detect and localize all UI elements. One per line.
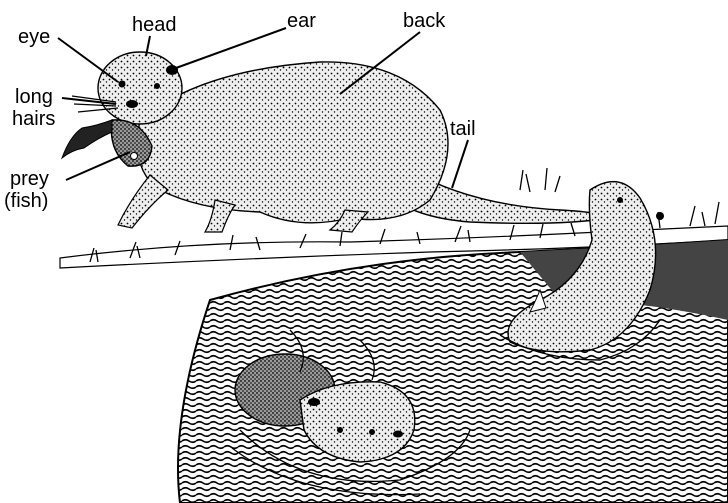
prey-fish — [62, 120, 152, 166]
label-tail: tail — [450, 118, 476, 140]
label-back: back — [403, 10, 445, 32]
label-eye: eye — [18, 26, 50, 48]
label-long-hairs-line2: hairs — [12, 108, 55, 130]
label-prey-line1: prey — [10, 168, 49, 190]
label-long-hairs-line1: long — [15, 86, 53, 108]
label-ear: ear — [287, 10, 316, 32]
otter-eye — [119, 81, 126, 88]
label-head: head — [132, 14, 177, 36]
label-prey-line2: (fish) — [4, 190, 48, 212]
otter-standing — [62, 52, 610, 232]
